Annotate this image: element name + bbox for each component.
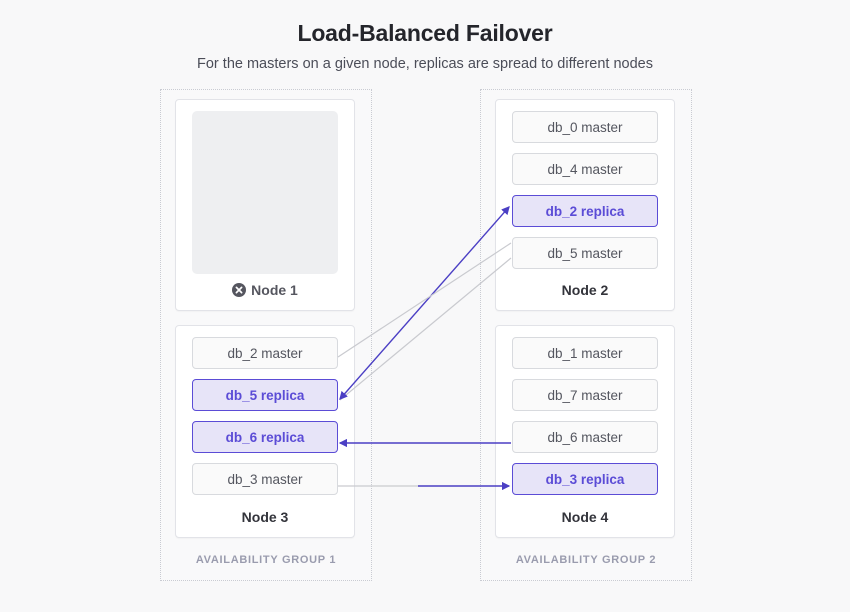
node-3-label: Node 3	[176, 509, 354, 525]
node-3-name: Node 3	[241, 509, 289, 525]
db-item-db_6-replica[interactable]: db_6 replica	[192, 421, 338, 453]
db-item-db_2-replica[interactable]: db_2 replica	[512, 195, 658, 227]
node-1-empty-placeholder	[192, 111, 338, 274]
node-1-name: Node 1	[251, 282, 298, 298]
node-4-label: Node 4	[496, 509, 674, 525]
db-item-db_7-master[interactable]: db_7 master	[512, 379, 658, 411]
node-3-database-list: db_2 master db_5 replica db_6 replica db…	[192, 337, 338, 505]
db-item-db_5-master[interactable]: db_5 master	[512, 237, 658, 269]
db-item-db_3-replica[interactable]: db_3 replica	[512, 463, 658, 495]
availability-group-1-label: AVAILABILITY GROUP 1	[195, 554, 337, 566]
node-card-node-3[interactable]: db_2 master db_5 replica db_6 replica db…	[175, 325, 355, 538]
page-subtitle: For the masters on a given node, replica…	[197, 56, 653, 72]
node-card-node-4[interactable]: db_1 master db_7 master db_6 master db_3…	[495, 325, 675, 538]
node-2-name: Node 2	[561, 282, 609, 298]
db-item-db_6-master[interactable]: db_6 master	[512, 421, 658, 453]
node-1-database-list	[192, 111, 338, 274]
node-2-database-list: db_0 master db_4 master db_2 replica db_…	[512, 111, 658, 279]
node-4-name: Node 4	[561, 509, 609, 525]
node-2-label: Node 2	[496, 282, 674, 298]
db-item-db_2-master[interactable]: db_2 master	[192, 337, 338, 369]
page-header: Load-Balanced Failover For the masters o…	[0, 18, 850, 74]
page-title: Load-Balanced Failover	[297, 20, 553, 46]
node-card-node-1[interactable]: Node 1	[175, 99, 355, 311]
node-card-node-2[interactable]: db_0 master db_4 master db_2 replica db_…	[495, 99, 675, 311]
db-item-db_1-master[interactable]: db_1 master	[512, 337, 658, 369]
db-item-db_0-master[interactable]: db_0 master	[512, 111, 658, 143]
node-1-label: Node 1	[176, 282, 354, 298]
db-item-db_4-master[interactable]: db_4 master	[512, 153, 658, 185]
db-item-db_5-replica[interactable]: db_5 replica	[192, 379, 338, 411]
availability-group-2-label: AVAILABILITY GROUP 2	[515, 554, 657, 566]
db-item-db_3-master[interactable]: db_3 master	[192, 463, 338, 495]
circle-x-icon	[232, 283, 247, 297]
node-4-database-list: db_1 master db_7 master db_6 master db_3…	[512, 337, 658, 505]
